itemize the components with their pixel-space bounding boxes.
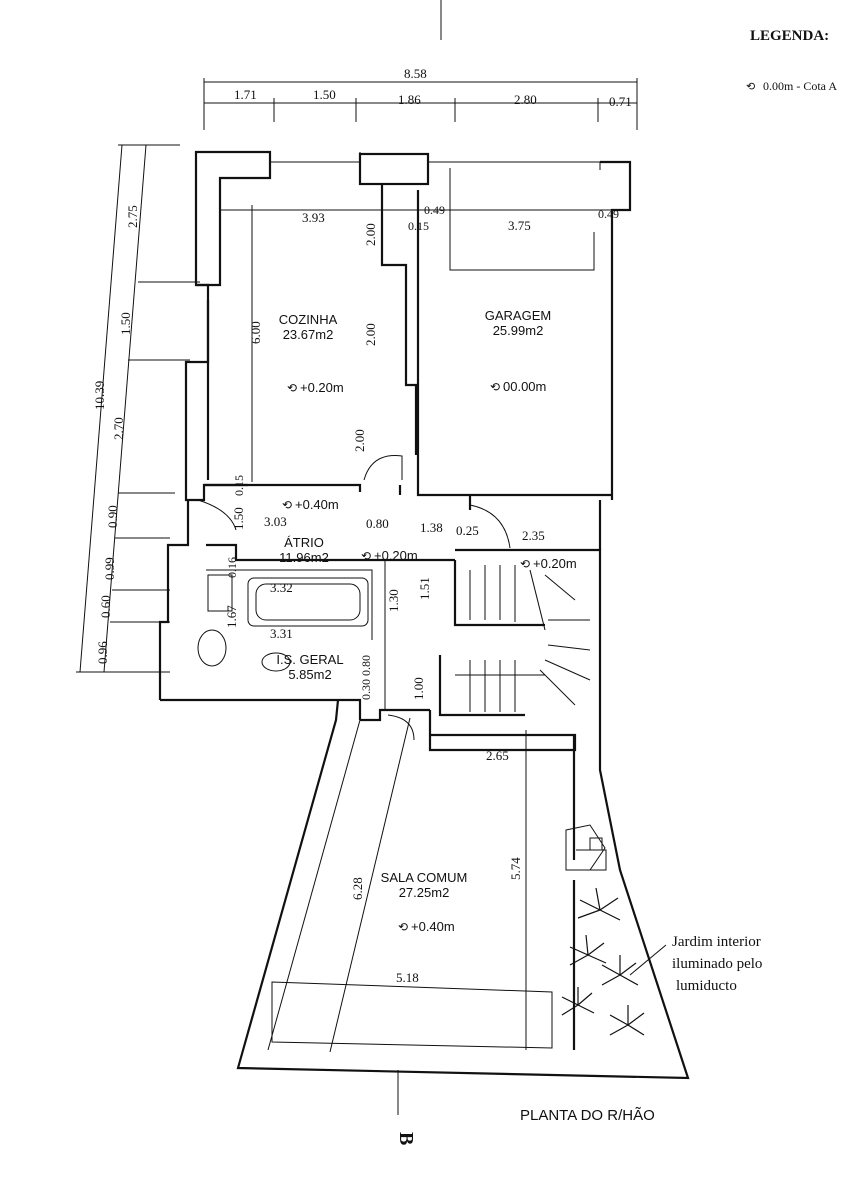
level-symbol: ⟲ (287, 381, 297, 395)
room-sala-comum: SALA COMUM 27.25m2 ⟲ +0.40m (381, 870, 468, 934)
svg-text:+0.20m: +0.20m (533, 556, 577, 571)
bathroom-fixtures (197, 574, 369, 672)
room-name: SALA COMUM (381, 870, 468, 885)
room-area: 5.85m2 (288, 667, 331, 682)
dim-left-3: 2.70 (111, 417, 126, 440)
room-area: 23.67m2 (283, 327, 334, 342)
room-area: 11.96m2 (279, 550, 329, 565)
dim-ws-a: 0.16 (225, 557, 239, 578)
bathtub-icon (247, 577, 369, 627)
dim-total-height: 10.39 (92, 381, 107, 410)
dim-garagem-right: 0.49 (598, 207, 619, 221)
dim-sala-top: 2.65 (486, 748, 509, 763)
level-symbol: ⟲ (398, 920, 408, 934)
svg-text:+0.40m: +0.40m (295, 497, 339, 512)
toilet-icon (197, 629, 227, 667)
legend-level-symbol: ⟲ (746, 81, 755, 93)
room-name: COZINHA (279, 312, 338, 327)
room-level: +0.20m (374, 548, 418, 563)
dim-top-4: 2.80 (514, 92, 537, 107)
room-name: I.S. GERAL (276, 652, 343, 667)
dim-door-c: 0.25 (456, 523, 479, 538)
dim-left-1: 2.75 (125, 205, 140, 228)
dim-top-2: 1.50 (313, 87, 336, 102)
dim-corridor-c: 0.30 (359, 679, 373, 700)
room-is-geral: I.S. GERAL 5.85m2 (276, 652, 343, 682)
dim-wall-d: 2.00 (352, 429, 367, 452)
garden-plants (561, 824, 645, 1036)
dim-top-1: 1.71 (234, 87, 257, 102)
level-symbol: ⟲ (490, 380, 500, 394)
door-swings (197, 455, 511, 741)
dim-atrio-width: 3.03 (264, 514, 287, 529)
dim-sala-left: 6.28 (350, 877, 365, 900)
dim-stair-width: 2.35 (522, 528, 545, 543)
inner-dimensions: 3.93 6.00 2.00 0.15 2.00 2.00 3.75 0.49 … (224, 203, 619, 985)
dim-left-7: 0.96 (95, 641, 110, 664)
svg-text:⟲: ⟲ (520, 557, 530, 571)
stair-treads (455, 565, 591, 712)
dim-garagem-left: 0.49 (424, 203, 445, 217)
room-level: +0.40m (411, 919, 455, 934)
corridor-level: ⟲ +0.40m (282, 497, 339, 512)
dim-door-a: 0.80 (366, 516, 389, 531)
dim-cozinha-width: 3.93 (302, 210, 325, 225)
dim-bath-width: 3.32 (270, 580, 293, 595)
room-garagem: GARAGEM 25.99m2 ⟲ 00.00m (485, 308, 551, 394)
room-area: 25.99m2 (493, 323, 544, 338)
dim-wall-a: 2.00 (363, 223, 378, 246)
dim-left-6: 0.60 (98, 595, 113, 618)
garden-note-line-3: lumiducto (676, 978, 737, 994)
dim-cozinha-height: 6.00 (248, 321, 263, 344)
dim-atrio-top: 0.15 (232, 475, 246, 496)
washbasin-icon (207, 574, 233, 612)
section-marker: B (395, 1132, 417, 1145)
dim-wall-b: 0.15 (408, 219, 429, 233)
walls (158, 150, 690, 1080)
room-level: +0.20m (300, 380, 344, 395)
dim-top-3: 1.86 (398, 92, 421, 107)
dim-corridor-d: 0.80 (359, 655, 373, 676)
svg-text:⟲: ⟲ (282, 498, 292, 512)
garden-note-line-2: iluminado pelo (672, 956, 762, 972)
left-dimensions: 10.39 2.75 1.50 2.70 0.90 0.99 0.60 0.96 (76, 144, 200, 673)
dim-top-5: 0.71 (609, 94, 632, 109)
dim-left-5: 0.99 (102, 557, 117, 580)
level-symbol: ⟲ (361, 549, 371, 563)
dim-left-4: 0.90 (105, 505, 120, 528)
stairs-level: ⟲ +0.20m (520, 556, 577, 571)
dim-is-width: 3.31 (270, 626, 293, 641)
top-dimensions: 8.58 1.71 1.50 1.86 2.80 0.71 (203, 66, 638, 130)
room-area: 27.25m2 (399, 885, 450, 900)
sink-icon (261, 652, 291, 672)
dim-sala-width: 5.18 (396, 970, 419, 985)
room-cozinha: COZINHA 23.67m2 ⟲ +0.20m (279, 312, 344, 395)
plan-title: PLANTA DO R/HÃO (520, 1107, 655, 1124)
dim-garagem-width: 3.75 (508, 218, 531, 233)
dim-corridor-e: 1.00 (411, 677, 426, 700)
garden-note-line-1: Jardim interior (672, 934, 761, 950)
dim-sala-right: 5.74 (508, 857, 523, 880)
dim-bath-height: 1.67 (224, 605, 239, 628)
dim-atrio-height: 1.50 (231, 507, 246, 530)
legend-item: 0.00m - Cota A (763, 79, 837, 93)
room-name: GARAGEM (485, 308, 551, 323)
room-level: 00.00m (503, 379, 546, 394)
dim-corridor-a: 1.30 (386, 589, 401, 612)
dim-wall-c: 2.00 (363, 323, 378, 346)
dim-left-2: 1.50 (118, 312, 133, 335)
room-atrio: ÁTRIO 11.96m2 ⟲ +0.20m (279, 535, 418, 565)
dim-total-width: 8.58 (404, 66, 427, 81)
garden-note: Jardim interior iluminado pelo lumiducto (629, 934, 762, 994)
dim-corridor-b: 1.51 (417, 577, 432, 600)
room-name: ÁTRIO (284, 535, 324, 550)
legend-title: LEGENDA: (750, 28, 829, 44)
dim-door-b: 1.38 (420, 520, 443, 535)
